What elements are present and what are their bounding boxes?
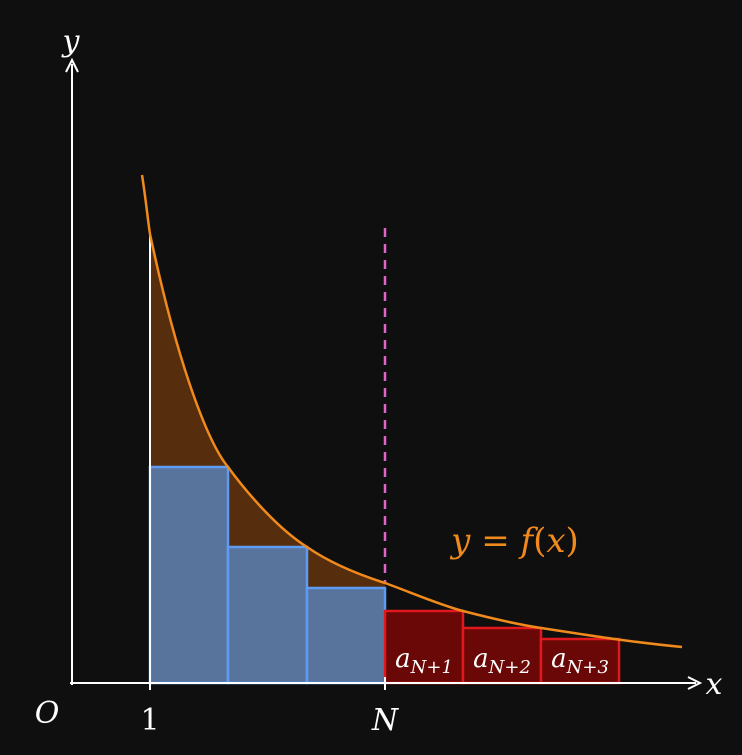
blue-rect-1: [148, 465, 230, 685]
tail-term-label-2: aN+2: [473, 644, 531, 678]
curve-label-eq: =: [470, 521, 520, 561]
origin-label: O: [35, 696, 60, 731]
curve-label-x: x: [546, 521, 565, 561]
x-axis-arrow: [687, 676, 703, 690]
blue-rect-2: [226, 545, 309, 685]
curve-label-paren-close: ): [566, 521, 579, 561]
tail-term-base-3: a: [551, 644, 567, 674]
tail-term-sub-3: N+3: [566, 657, 609, 678]
tail-term-label-1: aN+1: [395, 644, 453, 678]
curve-label-lhs: y: [449, 521, 471, 561]
curve-label: y = f(x): [449, 521, 579, 561]
blue-rect-3: [305, 586, 387, 685]
y-axis-label: y: [61, 24, 81, 59]
red-rect-1: [383, 609, 465, 685]
tick-n-label: N: [371, 703, 400, 738]
x-axis-label: x: [706, 667, 723, 702]
tail-term-base-1: a: [395, 644, 411, 674]
tail-term-sub-1: N+1: [410, 657, 453, 678]
y-axis-arrow: [65, 57, 79, 73]
tail-term-label-3: aN+3: [551, 644, 609, 678]
tick-one-label: 1: [140, 703, 159, 738]
curve-label-paren-open: (: [533, 521, 546, 561]
tail-term-base-2: a: [473, 644, 489, 674]
tail-term-sub-2: N+2: [488, 657, 531, 678]
curve-f: [140, 174, 683, 649]
